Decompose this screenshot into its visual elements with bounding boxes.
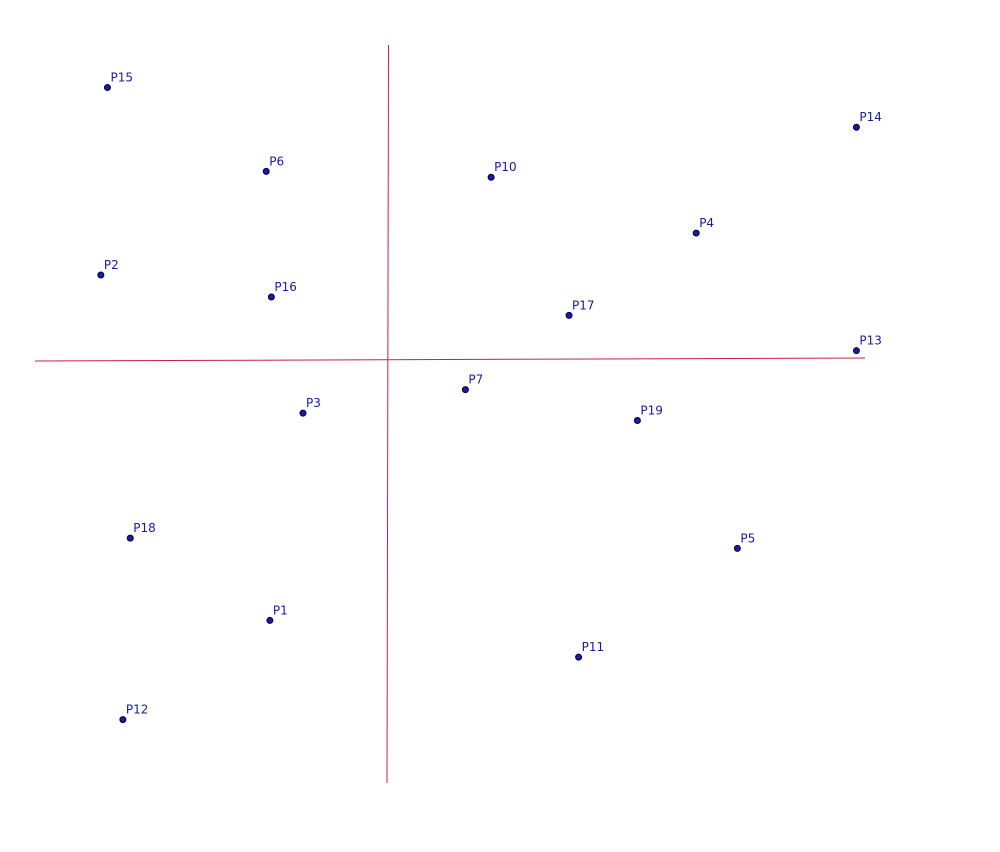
point-label: P10 (494, 160, 517, 174)
point-label: P6 (269, 154, 284, 168)
point-marker (262, 167, 270, 175)
point-p6: P6 (262, 154, 284, 175)
point-p1: P1 (266, 603, 288, 624)
point-marker (575, 653, 583, 661)
point-p3: P3 (299, 396, 321, 417)
point-p2: P2 (97, 258, 119, 279)
point-marker (119, 716, 127, 724)
point-marker (97, 271, 105, 279)
point-label: P5 (740, 531, 755, 545)
point-marker (487, 173, 495, 181)
point-label: P14 (859, 110, 882, 124)
point-marker (461, 386, 469, 394)
point-p19: P19 (633, 404, 663, 425)
point-label: P11 (582, 640, 605, 654)
point-p10: P10 (487, 160, 517, 181)
point-p5: P5 (733, 531, 755, 552)
point-p7: P7 (461, 373, 483, 394)
point-marker (266, 616, 274, 624)
point-p12: P12 (119, 703, 149, 724)
point-marker (733, 544, 741, 552)
point-marker (633, 417, 641, 425)
point-p16: P16 (267, 280, 297, 301)
point-label: P19 (640, 404, 663, 418)
point-label: P12 (126, 703, 149, 717)
point-label: P1 (273, 603, 288, 617)
point-marker (267, 293, 275, 301)
point-p14: P14 (852, 110, 882, 131)
point-p13: P13 (852, 334, 882, 355)
point-marker (103, 84, 111, 92)
point-label: P4 (699, 216, 714, 230)
point-marker (565, 311, 573, 319)
x-axis (34, 357, 866, 362)
y-axis (386, 44, 389, 784)
point-p11: P11 (575, 640, 605, 661)
point-label: P7 (468, 373, 483, 387)
point-label: P16 (274, 280, 297, 294)
point-marker (299, 409, 307, 417)
point-p18: P18 (126, 521, 156, 542)
point-label: P3 (306, 396, 321, 410)
point-marker (852, 347, 860, 355)
point-label: P13 (859, 334, 882, 348)
point-marker (126, 534, 134, 542)
point-label: P15 (110, 71, 133, 85)
point-marker (852, 123, 860, 131)
point-label: P18 (133, 521, 156, 535)
point-p4: P4 (692, 216, 714, 237)
point-marker (692, 229, 700, 237)
point-p17: P17 (565, 298, 595, 319)
point-label: P17 (572, 298, 595, 312)
point-p15: P15 (103, 71, 133, 92)
point-label: P2 (104, 258, 119, 272)
